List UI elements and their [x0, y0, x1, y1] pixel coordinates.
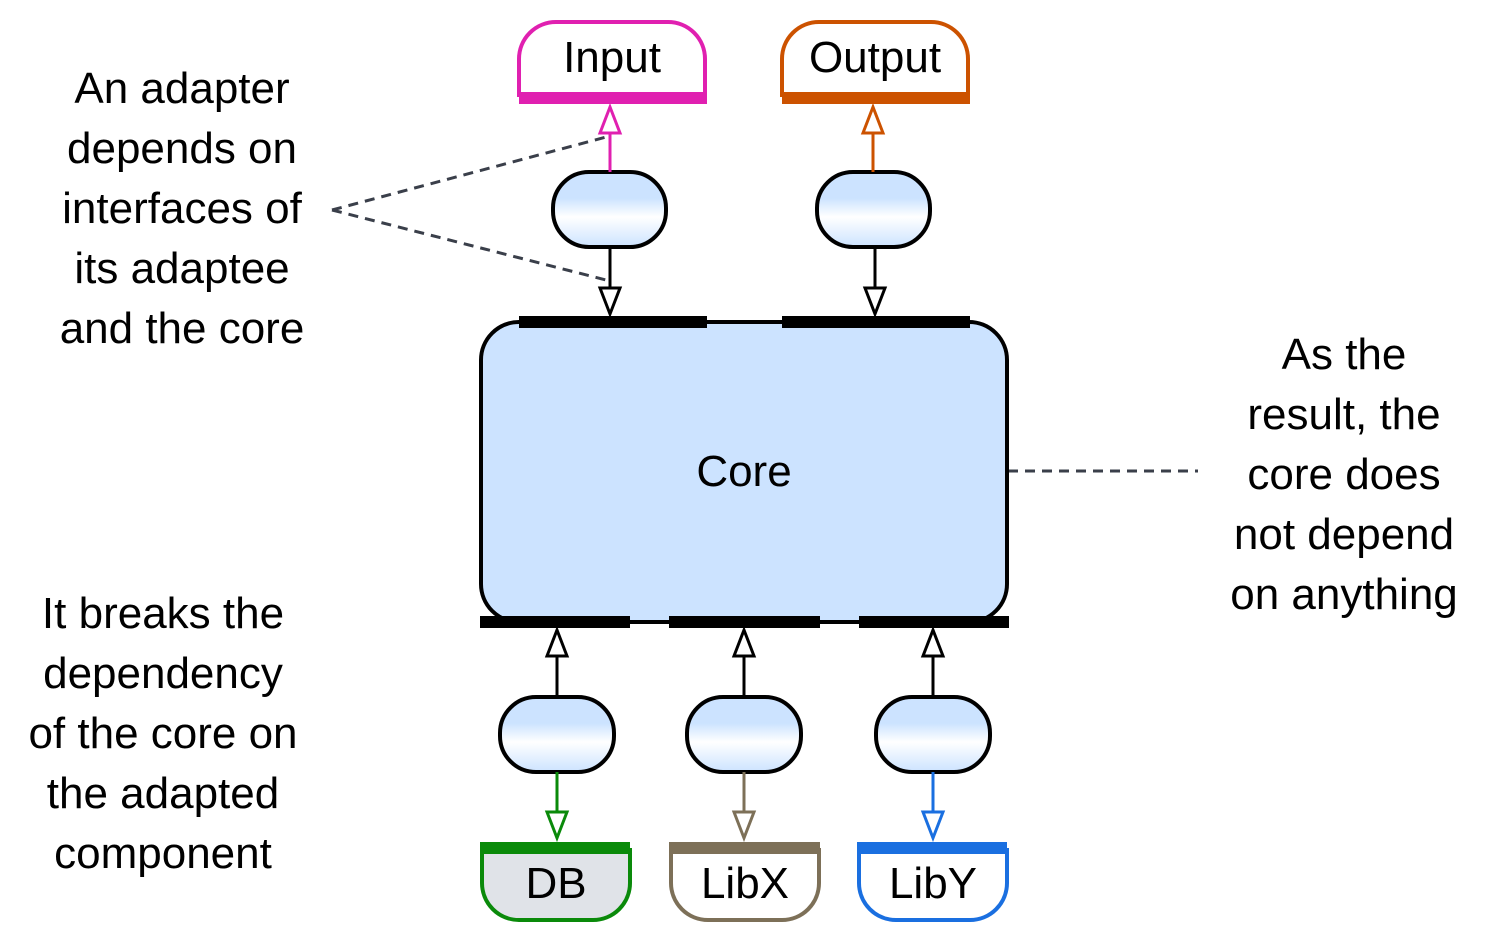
arrow-output-core-head [862, 286, 888, 319]
arrow-liby-head [920, 810, 946, 843]
libx-port-interface [669, 842, 820, 854]
output-port: Output [780, 20, 970, 104]
arrow-libx-core-head [731, 625, 757, 658]
output-port-shape [780, 20, 970, 97]
note-line: It breaks the [41, 589, 285, 638]
callout-lines [331, 134, 1198, 473]
liby-adapter [874, 695, 992, 774]
core-interface-bottom-right [859, 616, 1009, 628]
db-port-interface [480, 842, 630, 854]
output-adapter [815, 170, 932, 249]
arrow-db-head [544, 810, 570, 843]
note-line: its adaptee [74, 244, 290, 293]
note-line: of the core on [28, 709, 298, 758]
liby-port-shape [857, 848, 1009, 922]
note-line: depends on [67, 124, 297, 173]
libx-port-shape [669, 848, 821, 922]
arrow-input-head [597, 102, 623, 135]
dependency-arrows [544, 102, 946, 843]
note-line: component [54, 829, 272, 878]
note-line: not depend [1233, 510, 1455, 559]
core-interface-top-left [519, 316, 707, 328]
db-port-shape [480, 848, 632, 922]
liby-port: LibY [857, 842, 1009, 922]
core-interface-bottom-left [480, 616, 630, 628]
db-port-label: DB [525, 859, 586, 908]
arrow-libx-head [731, 810, 757, 843]
liby-port-interface [857, 842, 1007, 854]
arrow-input-core-head [597, 286, 623, 319]
core-interface-bottom-mid [669, 616, 820, 628]
libx-adapter [685, 695, 803, 774]
output-port-interface [782, 92, 970, 104]
db-adapter [498, 695, 616, 774]
note-line: dependency [43, 649, 283, 698]
note-breaks: It breaks the dependency of the core on … [4, 584, 322, 884]
input-port-interface [519, 92, 707, 104]
callout-line-input [331, 134, 611, 212]
note-line: interfaces of [62, 184, 302, 233]
libx-port-label: LibX [701, 859, 789, 908]
libx-port: LibX [669, 842, 821, 922]
core-label: Core [696, 447, 791, 496]
note-line: As the [1281, 330, 1407, 379]
note-line: on anything [1230, 570, 1458, 619]
arrow-liby-core-head [920, 625, 946, 658]
note-adapter: An adapter depends on interfaces of its … [30, 59, 334, 359]
arrow-db-core-head [544, 625, 570, 658]
note-result: As the result, the core does not depend … [1200, 325, 1488, 625]
note-line: the adapted [46, 769, 280, 818]
arrow-output-head [860, 102, 886, 135]
note-line: and the core [59, 304, 305, 353]
input-port-shape [517, 20, 707, 97]
core-interfaces [480, 316, 1009, 628]
db-port: DB [480, 842, 632, 922]
liby-port-label: LibY [889, 859, 977, 908]
callout-line-core-interface [331, 208, 611, 283]
input-port: Input [517, 20, 707, 104]
output-port-label: Output [809, 33, 941, 82]
adapters [498, 170, 992, 774]
input-port-label: Input [563, 33, 661, 82]
note-line: An adapter [74, 64, 290, 113]
core-interface-top-right [782, 316, 970, 328]
note-line: result, the [1247, 390, 1441, 439]
input-adapter [551, 170, 668, 249]
note-line: core does [1247, 450, 1441, 499]
